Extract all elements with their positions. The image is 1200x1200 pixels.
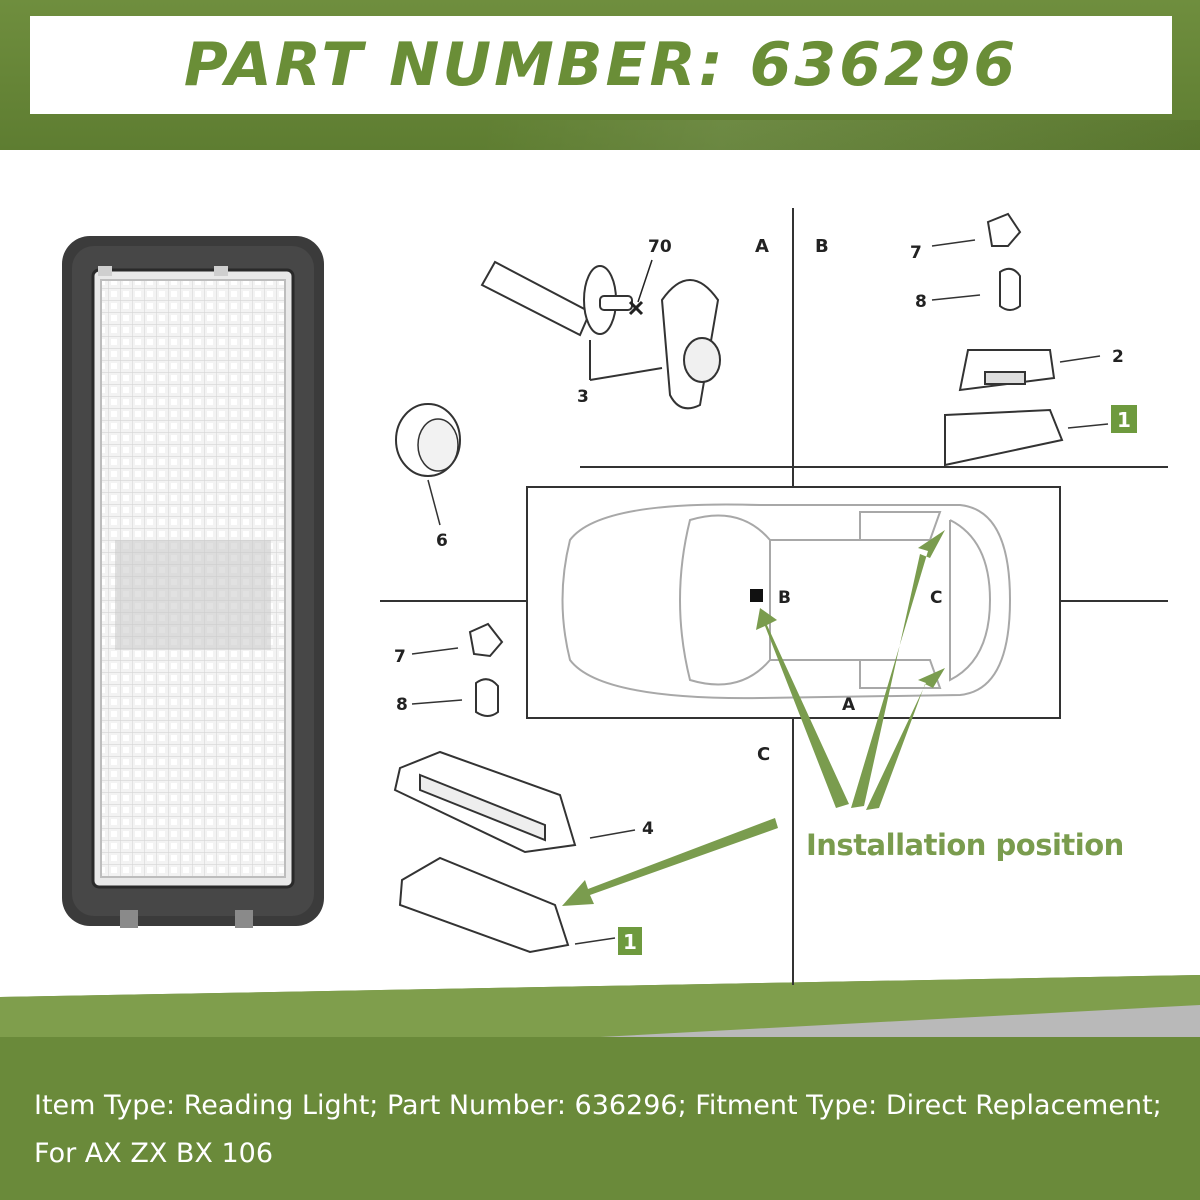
part-label-70: 70 [648, 237, 672, 257]
quadrant-lines [380, 208, 1168, 985]
switch-assembly-part [480, 260, 663, 381]
car-marker-label-a: A [842, 695, 856, 715]
product-description: Item Type: Reading Light; Part Number: 6… [34, 1090, 1162, 1169]
part-label-4: 4 [642, 819, 654, 839]
car-marker-label-c: C [930, 588, 942, 608]
installation-position-label: Installation position [806, 828, 1124, 862]
car-outline [561, 503, 1012, 700]
reading-light-photo [62, 236, 324, 928]
grommet-part [395, 403, 461, 526]
title-box: PART NUMBER: 636296 [30, 16, 1172, 114]
part-label-6: 6 [436, 531, 448, 551]
housing-part-4 [393, 750, 636, 854]
section-label-b: B [815, 236, 829, 257]
cross-marker-icon [628, 259, 653, 316]
part-label-2: 2 [1112, 347, 1124, 367]
car-marker-square [750, 589, 763, 602]
bulb-holder-part-b [931, 212, 1022, 311]
part-label-7-c: 7 [394, 647, 406, 667]
housing-part-2 [958, 349, 1101, 392]
installation-arrows [562, 530, 945, 906]
car-diagram-box [526, 486, 1061, 719]
footer-band [0, 975, 1200, 1200]
bulb-holder-part-c [411, 622, 504, 717]
part-label-8-b: 8 [915, 292, 927, 312]
part-label-1-b: 1 [1117, 408, 1131, 432]
part-label-1-c: 1 [623, 930, 637, 954]
part-label-3: 3 [577, 387, 589, 407]
section-label-c: C [757, 744, 770, 765]
reading-light-part-1-b [944, 408, 1109, 467]
part-label-7-b: 7 [910, 243, 922, 263]
page-title: PART NUMBER: 636296 [183, 30, 1019, 100]
part-label-8-c: 8 [396, 695, 408, 715]
header-band-stripe [0, 120, 1200, 150]
part-badge-1-c [618, 927, 642, 955]
section-label-a: A [755, 236, 769, 257]
cover-lens-part [660, 279, 721, 410]
car-marker-label-b: B [778, 588, 791, 608]
reading-light-part-1-c [398, 856, 616, 954]
part-badge-1-b [1111, 405, 1137, 433]
